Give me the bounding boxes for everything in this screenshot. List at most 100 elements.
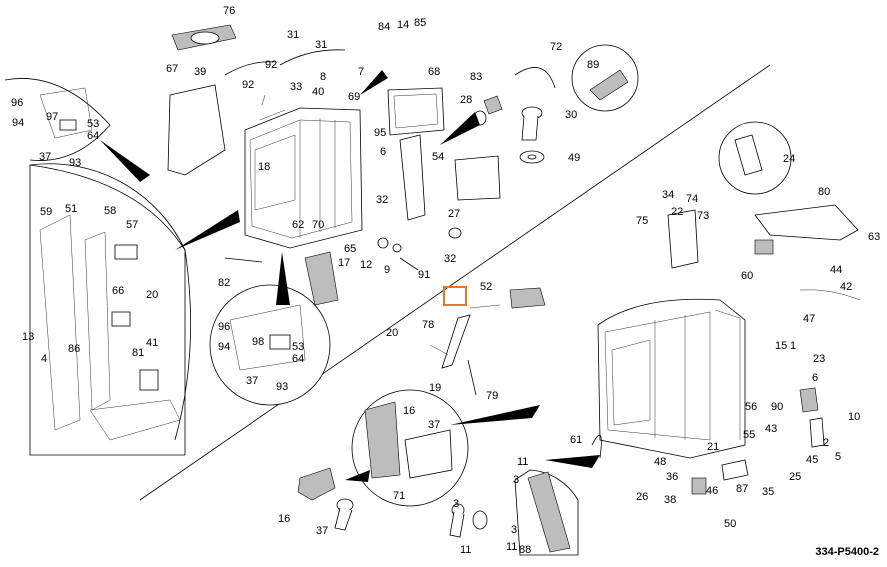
leader-wedge-latch [100, 140, 150, 182]
callout-87: 87 [736, 483, 748, 495]
callout-64: 64 [292, 353, 304, 365]
callout-16: 16 [278, 513, 290, 525]
callout-13: 13 [22, 331, 34, 343]
callout-4: 4 [41, 353, 47, 365]
callout-71: 71 [393, 490, 405, 502]
callout-23: 23 [813, 353, 825, 365]
callout-12: 12 [360, 259, 372, 271]
callout-20: 20 [146, 289, 158, 301]
callout-14: 14 [397, 19, 409, 31]
wiper-strip-92 [224, 61, 276, 76]
bracket-87 [721, 459, 749, 481]
bolt-37 [334, 498, 354, 531]
callout-37: 37 [316, 525, 328, 537]
callout-92: 92 [242, 79, 254, 91]
callout-37: 37 [428, 419, 440, 431]
callout-50: 50 [724, 518, 736, 530]
callout-11: 11 [517, 456, 528, 468]
callout-30: 30 [565, 109, 577, 121]
detail-circle-hinge [29, 163, 192, 456]
cab-frame-lower [597, 298, 746, 459]
strip-91 [399, 257, 419, 271]
callout-46: 46 [706, 485, 718, 497]
callout-97: 97 [46, 111, 58, 123]
callout-69: 69 [348, 91, 360, 103]
cable-61 [591, 434, 602, 459]
bolt-30 [521, 106, 543, 141]
callout-64: 64 [87, 130, 99, 142]
callout-45: 45 [806, 454, 818, 466]
callout-80: 80 [818, 186, 830, 198]
callout-86: 86 [68, 343, 80, 355]
callout-11: 11 [506, 541, 517, 553]
callout-95: 95 [374, 127, 386, 139]
callout-40: 40 [312, 86, 324, 98]
callout-31: 31 [287, 29, 299, 41]
callout-55: 55 [743, 429, 755, 441]
callout-61: 61 [570, 434, 582, 446]
roof-trim-80 [754, 204, 859, 241]
callout-53: 53 [292, 341, 304, 353]
callout-3: 3 [513, 474, 519, 486]
callout-58: 58 [104, 205, 116, 217]
callout-74: 74 [686, 193, 698, 205]
callout-51: 51 [65, 203, 77, 215]
callout-68: 68 [428, 66, 440, 78]
callout-83: 83 [470, 71, 482, 83]
cable-47 [799, 289, 861, 301]
highlight-box-77 [443, 286, 467, 306]
callout-15: 15 [775, 340, 787, 352]
callout-56: 56 [745, 401, 757, 413]
callout-96: 96 [11, 97, 23, 109]
washer-49 [519, 150, 545, 164]
callout-28: 28 [460, 94, 472, 106]
callout-67: 67 [166, 63, 178, 75]
callout-96: 96 [218, 321, 230, 333]
callout-89: 89 [587, 59, 599, 71]
bracket-60 [754, 239, 774, 255]
leader-wedge-hinge [175, 210, 240, 250]
callout-3: 3 [511, 524, 517, 536]
callout-65: 65 [344, 243, 356, 255]
callout-5: 5 [835, 451, 841, 463]
callout-94: 94 [218, 341, 230, 353]
callout-11: 11 [460, 544, 471, 556]
callout-33: 33 [290, 81, 302, 93]
callout-18: 18 [258, 161, 270, 173]
callout-19: 19 [429, 382, 441, 394]
callout-3: 3 [453, 498, 459, 510]
callout-60: 60 [741, 270, 753, 282]
handle-16 [297, 467, 336, 501]
leader-wedge-door [450, 405, 540, 425]
callout-6: 6 [812, 372, 818, 384]
callout-41: 41 [146, 337, 158, 349]
callout-10: 10 [848, 411, 860, 423]
callout-24: 24 [783, 153, 795, 165]
callout-78: 78 [422, 319, 434, 331]
bracket-83 [483, 95, 503, 115]
motor-52 [509, 287, 546, 309]
callout-8: 8 [320, 71, 326, 83]
wiper-arm-78 [441, 314, 471, 369]
callout-39: 39 [194, 66, 206, 78]
callout-88: 88 [519, 544, 531, 556]
side-panel-54 [399, 134, 426, 221]
callout-49: 49 [568, 152, 580, 164]
callout-62: 62 [292, 219, 304, 231]
callout-42: 42 [840, 281, 852, 293]
callout-66: 66 [112, 285, 124, 297]
callout-37: 37 [39, 151, 51, 163]
diagonal-divider [139, 64, 771, 501]
callout-93: 93 [276, 381, 288, 393]
callout-2: 2 [823, 437, 829, 449]
callout-16: 16 [403, 405, 415, 417]
callout-53: 53 [87, 118, 99, 130]
callout-38: 38 [664, 494, 676, 506]
callout-7: 7 [358, 66, 364, 78]
callout-76: 76 [223, 5, 235, 17]
hinge-plate-22 [667, 209, 699, 269]
callout-36: 36 [666, 471, 678, 483]
callout-34: 34 [662, 189, 674, 201]
callout-57: 57 [126, 219, 138, 231]
